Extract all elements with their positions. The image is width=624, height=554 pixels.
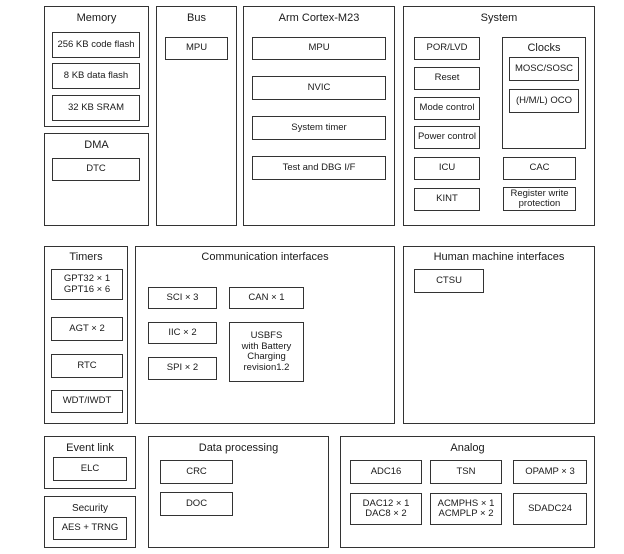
communication-title: Communication interfaces: [201, 251, 329, 263]
doc-block: DOC: [160, 492, 233, 516]
system-title: System: [480, 12, 518, 24]
mode-control-block: Mode control: [414, 97, 480, 120]
dma-title: DMA: [84, 139, 109, 151]
security-group: Security AES + TRNG: [44, 496, 136, 548]
crc-block: CRC: [160, 460, 233, 484]
wdt-iwdt-block: WDT/IWDT: [51, 390, 123, 413]
adc16-block: ADC16: [350, 460, 422, 484]
data-flash-block: 8 KB data flash: [52, 63, 140, 89]
cpu-title: Arm Cortex-M23: [278, 12, 360, 24]
sdadc24-block: SDADC24: [513, 493, 587, 525]
ctsu-block: CTSU: [414, 269, 484, 293]
icu-block: ICU: [414, 157, 480, 180]
agt-block: AGT × 2: [51, 317, 123, 341]
system-timer-block: System timer: [252, 116, 386, 140]
memory-group: Memory 256 KB code flash 8 KB data flash…: [44, 6, 149, 127]
reset-block: Reset: [414, 67, 480, 90]
register-write-protection-block: Register write protection: [503, 187, 576, 211]
event-link-group: Event link ELC: [44, 436, 136, 489]
power-control-block: Power control: [414, 126, 480, 149]
kint-block: KINT: [414, 188, 480, 211]
aes-trng-block: AES + TRNG: [53, 517, 127, 540]
elc-block: ELC: [53, 457, 127, 481]
data-processing-title: Data processing: [198, 442, 279, 454]
timers-group: Timers GPT32 × 1 GPT16 × 6 AGT × 2 RTC W…: [44, 246, 128, 424]
usbfs-block: USBFS with Battery Charging revision1.2: [229, 322, 304, 382]
data-processing-group: Data processing CRC DOC: [148, 436, 329, 548]
spi-block: SPI × 2: [148, 357, 217, 380]
system-group: System POR/LVD Reset Mode control Power …: [403, 6, 595, 226]
hmi-title: Human machine interfaces: [433, 251, 565, 263]
security-title: Security: [71, 503, 109, 514]
dtc-block: DTC: [52, 158, 140, 181]
timers-title: Timers: [69, 251, 103, 263]
bus-title: Bus: [187, 12, 206, 24]
hmi-group: Human machine interfaces CTSU: [403, 246, 595, 424]
clocks-title: Clocks: [527, 42, 561, 54]
gpt-block: GPT32 × 1 GPT16 × 6: [51, 269, 123, 300]
nvic-block: NVIC: [252, 76, 386, 100]
analog-title: Analog: [450, 442, 485, 454]
communication-group: Communication interfaces SCI × 3 CAN × 1…: [135, 246, 395, 424]
cpu-mpu-block: MPU: [252, 37, 386, 60]
analog-group: Analog ADC16 TSN OPAMP × 3 DAC12 × 1 DAC…: [340, 436, 595, 548]
sram-block: 32 KB SRAM: [52, 95, 140, 121]
memory-title: Memory: [76, 12, 117, 24]
por-lvd-block: POR/LVD: [414, 37, 480, 60]
code-flash-block: 256 KB code flash: [52, 32, 140, 58]
tsn-block: TSN: [430, 460, 502, 484]
hml-oco-block: (H/M/L) OCO: [509, 89, 579, 113]
cac-block: CAC: [503, 157, 576, 180]
mosc-sosc-block: MOSC/SOSC: [509, 57, 579, 81]
dma-group: DMA DTC: [44, 133, 149, 226]
test-dbg-block: Test and DBG I/F: [252, 156, 386, 180]
bus-group: Bus MPU: [156, 6, 237, 226]
sci-block: SCI × 3: [148, 287, 217, 309]
bus-mpu-block: MPU: [165, 37, 228, 60]
rtc-block: RTC: [51, 354, 123, 378]
clocks-group: Clocks MOSC/SOSC (H/M/L) OCO: [502, 37, 586, 149]
dac-block: DAC12 × 1 DAC8 × 2: [350, 493, 422, 525]
cpu-group: Arm Cortex-M23 MPU NVIC System timer Tes…: [243, 6, 395, 226]
can-block: CAN × 1: [229, 287, 304, 309]
event-link-title: Event link: [66, 442, 114, 454]
iic-block: IIC × 2: [148, 322, 217, 344]
opamp-block: OPAMP × 3: [513, 460, 587, 484]
acmp-block: ACMPHS × 1 ACMPLP × 2: [430, 493, 502, 525]
